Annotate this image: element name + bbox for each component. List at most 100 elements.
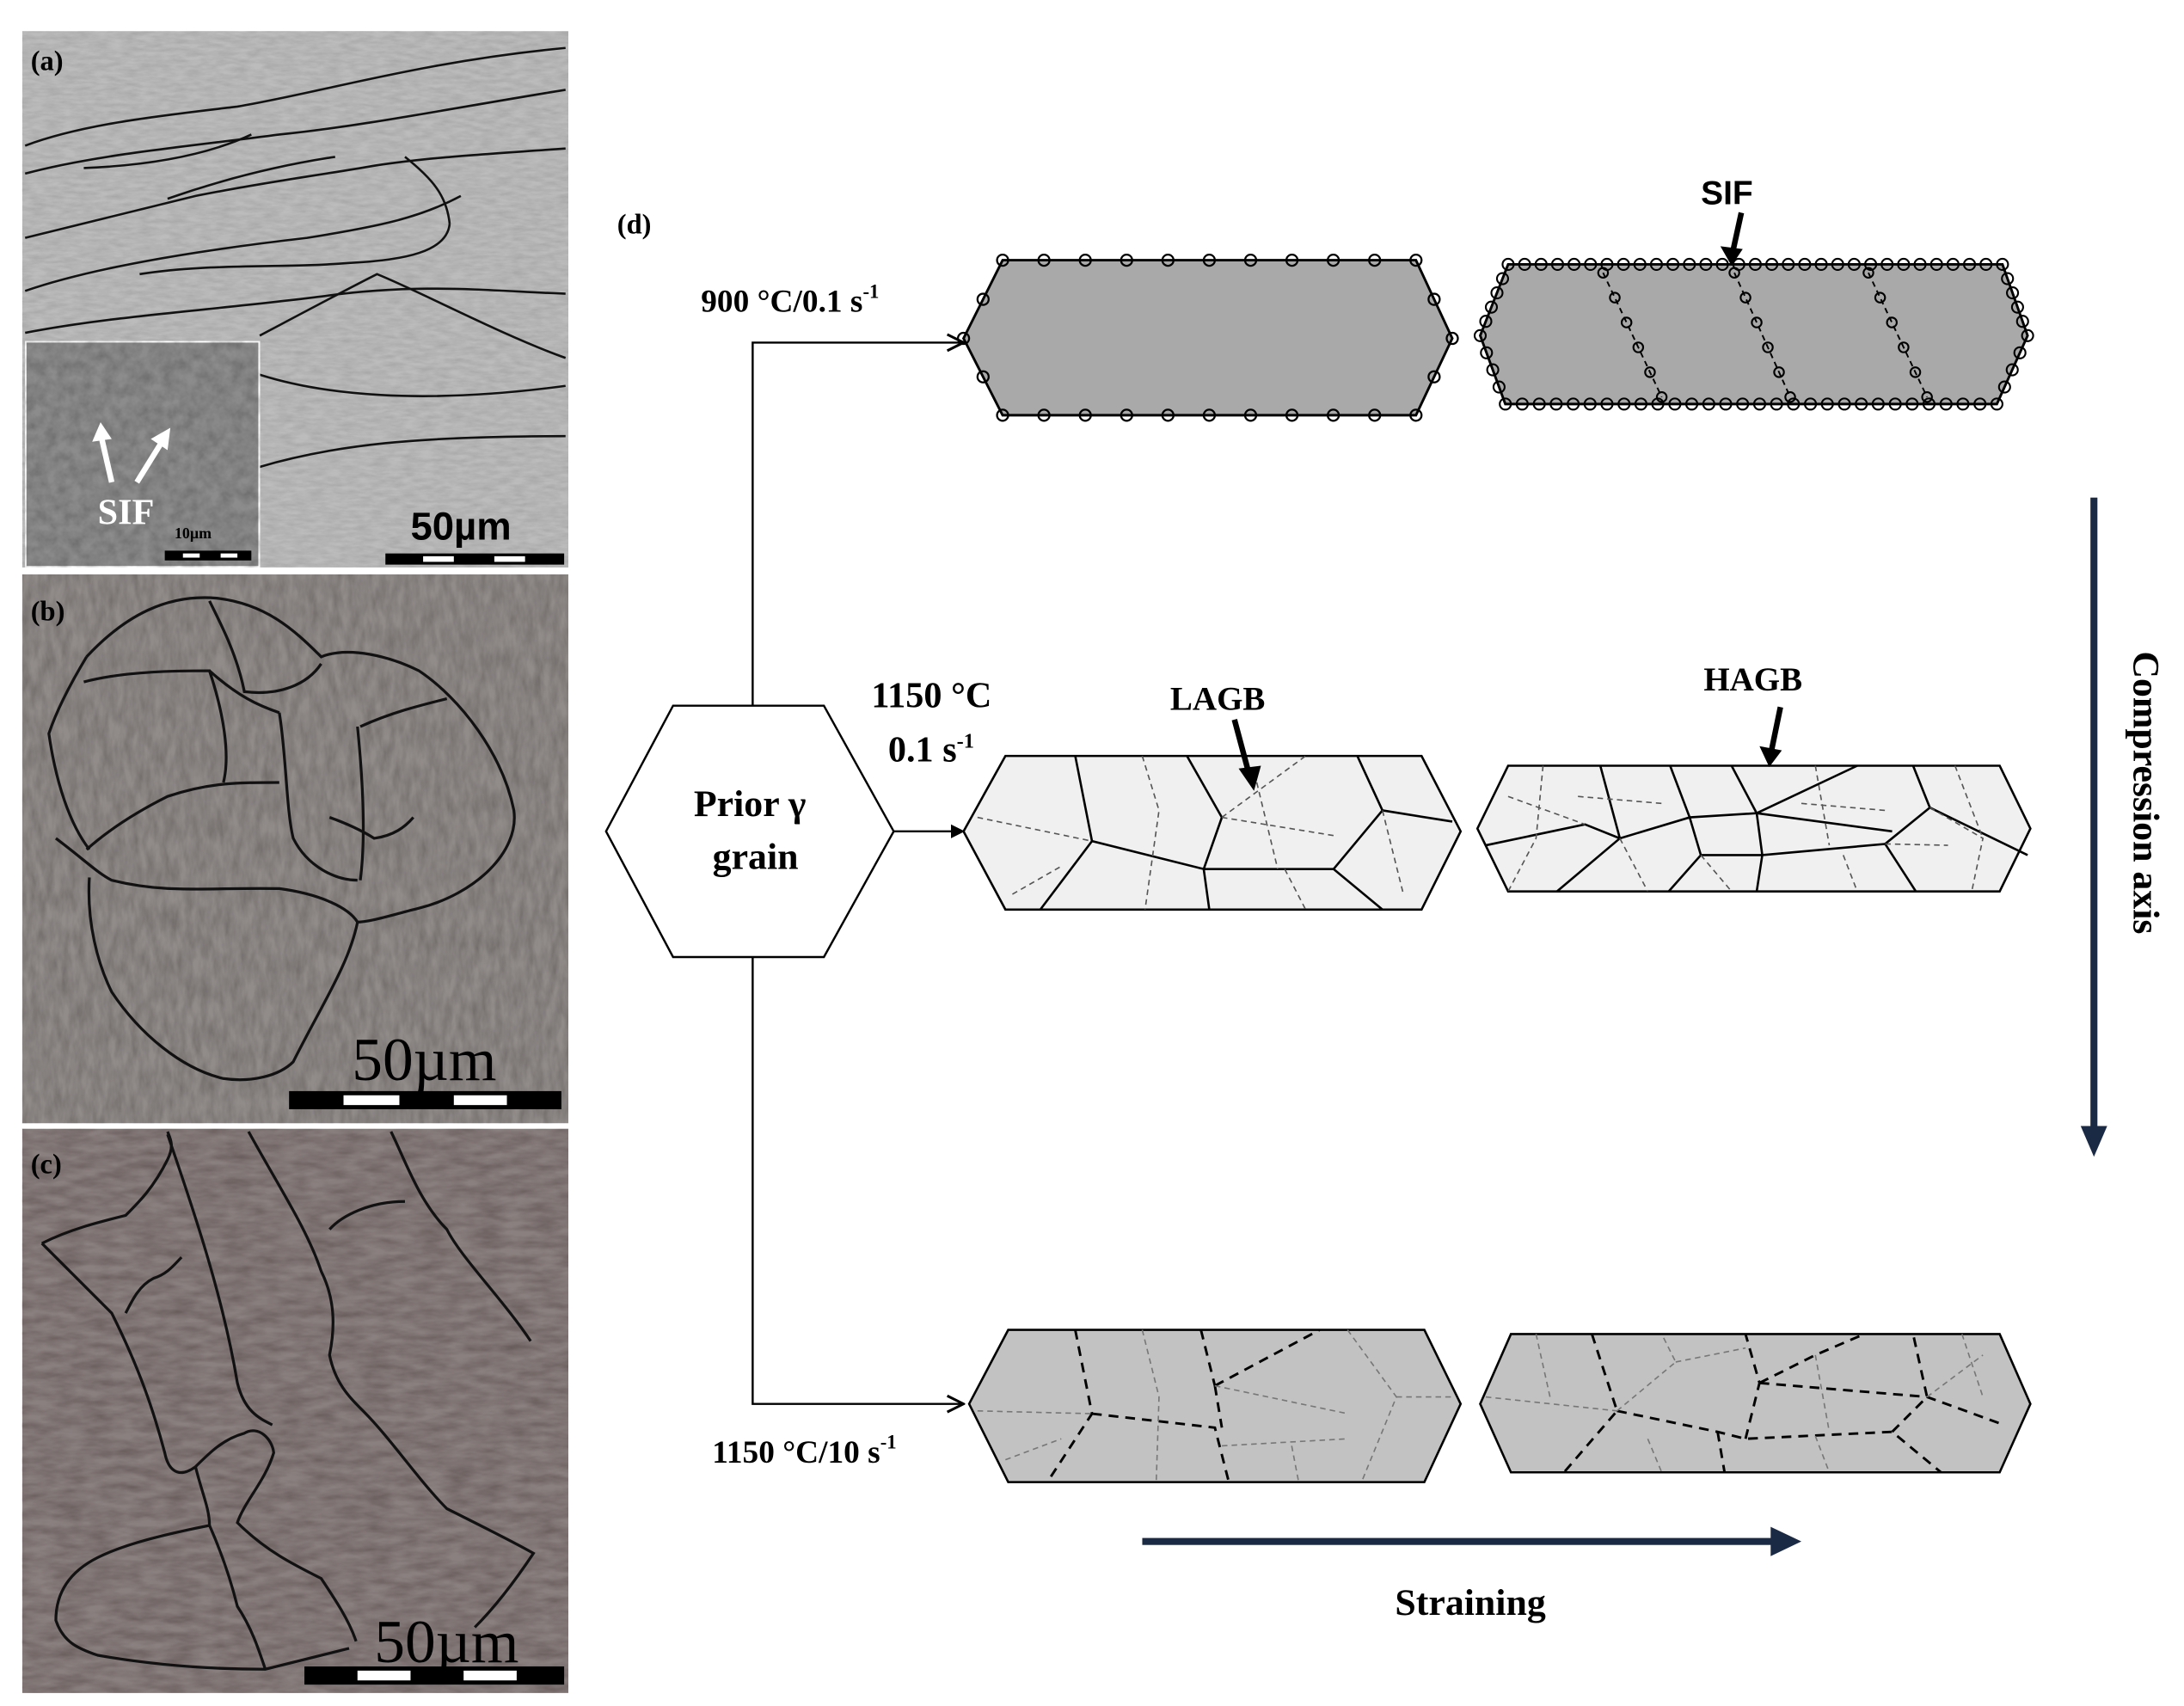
- sif-particle: [1368, 253, 1382, 267]
- sif-particle: [1668, 397, 1682, 411]
- sif-particle: [1871, 397, 1885, 411]
- sif-particle: [1479, 315, 1493, 328]
- panel-a: (a) 50µm SIF 10µm: [21, 31, 568, 569]
- sif-particle: [1939, 397, 1953, 411]
- lagb-pointer-line: [1231, 719, 1253, 778]
- straining-label: Straining: [1395, 1582, 1545, 1623]
- sif-particle: [1495, 272, 1510, 285]
- sif-particle: [1855, 397, 1868, 411]
- sif-particle: [1804, 397, 1818, 411]
- hagb-pointer-line: [1768, 706, 1783, 756]
- sif-particle: [1831, 257, 1844, 272]
- sif-particle: [1699, 257, 1713, 272]
- inset-sif-label: SIF: [98, 493, 155, 533]
- prior-grain-label-line2: grain: [713, 837, 799, 878]
- sif-particle: [1327, 408, 1340, 422]
- sif-particle: [1913, 257, 1927, 272]
- sif-particle: [1862, 267, 1874, 279]
- sif-particle: [2010, 300, 2024, 314]
- inset-scale-label: 10µm: [175, 525, 212, 542]
- sif-particle: [1499, 397, 1512, 411]
- route-bottom-label: 1150 °C/10 s-1: [712, 1432, 896, 1470]
- sif-particle: [1617, 257, 1630, 272]
- panel-c: (c) 50µm: [21, 1128, 568, 1693]
- sif-particle: [1427, 370, 1441, 384]
- inset-arrowhead-2: [150, 427, 171, 451]
- sif-particle: [1492, 380, 1506, 394]
- sif-particle: [1243, 253, 1258, 267]
- sif-particle: [1909, 366, 1922, 378]
- route-bottom-arrow: [752, 956, 963, 1404]
- grain-middle-left: [962, 754, 1463, 911]
- sif-particle: [1997, 380, 2011, 394]
- grain-middle-right: [1475, 764, 2032, 893]
- hagb-annotation: HAGB: [1703, 661, 1802, 698]
- prior-grain-label-line1: Prior γ: [694, 783, 806, 825]
- sif-particle: [1946, 257, 1960, 272]
- sif-particle: [956, 331, 971, 346]
- sif-particle: [1549, 397, 1563, 411]
- sif-particle: [1728, 267, 1740, 279]
- sif-particle: [1773, 366, 1785, 378]
- sif-particle: [1996, 257, 2009, 272]
- panel-c-tag: (c): [31, 1150, 62, 1181]
- sif-particle: [1285, 408, 1299, 422]
- sif-particle: [1649, 257, 1663, 272]
- sif-particle: [1770, 397, 1783, 411]
- sif-particle: [996, 408, 1009, 422]
- sif-particle: [1762, 341, 1774, 353]
- sif-particle: [2021, 328, 2034, 342]
- sif-particle: [1644, 366, 1656, 378]
- grain-bottom-left: [967, 1329, 1463, 1483]
- compression-axis-label: Compression axis: [2126, 651, 2167, 934]
- sif-particle: [1634, 397, 1647, 411]
- grain-top-left: [961, 259, 1454, 417]
- sif-particle: [1898, 341, 1910, 353]
- sif-particle: [1752, 397, 1767, 411]
- sif-particle: [1567, 397, 1580, 411]
- sif-particle: [1782, 257, 1795, 272]
- sif-particle: [1327, 253, 1340, 267]
- sif-particle: [976, 370, 990, 384]
- sif-particle: [1921, 391, 1933, 403]
- sif-particle: [1427, 292, 1441, 306]
- sif-particle: [1880, 257, 1894, 272]
- scale-label-b: 50µm: [352, 1026, 496, 1094]
- sif-particle: [1078, 253, 1092, 267]
- sif-particle: [1486, 363, 1500, 377]
- sif-particle: [1820, 397, 1834, 411]
- compression-axis-arrow: [2080, 497, 2107, 1157]
- sif-particle: [1532, 397, 1546, 411]
- sif-particle: [1864, 257, 1878, 272]
- sif-particle: [1161, 408, 1175, 422]
- micrograph-c: [21, 1128, 568, 1693]
- route-top-arrow: [752, 342, 963, 706]
- sif-particle: [2001, 272, 2015, 285]
- panel-b-tag: (b): [31, 597, 65, 628]
- sif-particle: [1765, 257, 1779, 272]
- inset-a: SIF 10µm: [23, 340, 261, 569]
- sif-particle: [2005, 363, 2019, 377]
- sif-particle: [1905, 397, 1919, 411]
- sif-particle: [1702, 397, 1715, 411]
- sif-particles-top-right: [1473, 257, 2034, 411]
- sif-particle: [1534, 257, 1548, 272]
- panel-b: (b) 50µm: [21, 574, 568, 1124]
- sif-particle: [1501, 257, 1515, 272]
- sif-particle: [1684, 397, 1699, 411]
- sif-annotation: SIF: [1701, 175, 1753, 212]
- sif-particle: [1473, 328, 1488, 342]
- sif-pointer-head: [1720, 246, 1743, 267]
- route-middle-label-line2: 0.1 s-1: [888, 729, 974, 770]
- route-middle-label-line1: 1150 °C: [871, 675, 991, 715]
- sif-particle: [1784, 391, 1796, 403]
- grain-boundaries-b: [47, 596, 516, 1082]
- straining-arrow: [1142, 1526, 1802, 1556]
- top-row: SIF: [956, 175, 2034, 422]
- inset-scale-bar: [164, 550, 252, 561]
- sif-particle: [1632, 341, 1645, 353]
- inset-arrow-1: [97, 433, 115, 483]
- scale-label-a: 50µm: [410, 504, 511, 548]
- dashed-boundaries-bottom-left: [1046, 1329, 1321, 1483]
